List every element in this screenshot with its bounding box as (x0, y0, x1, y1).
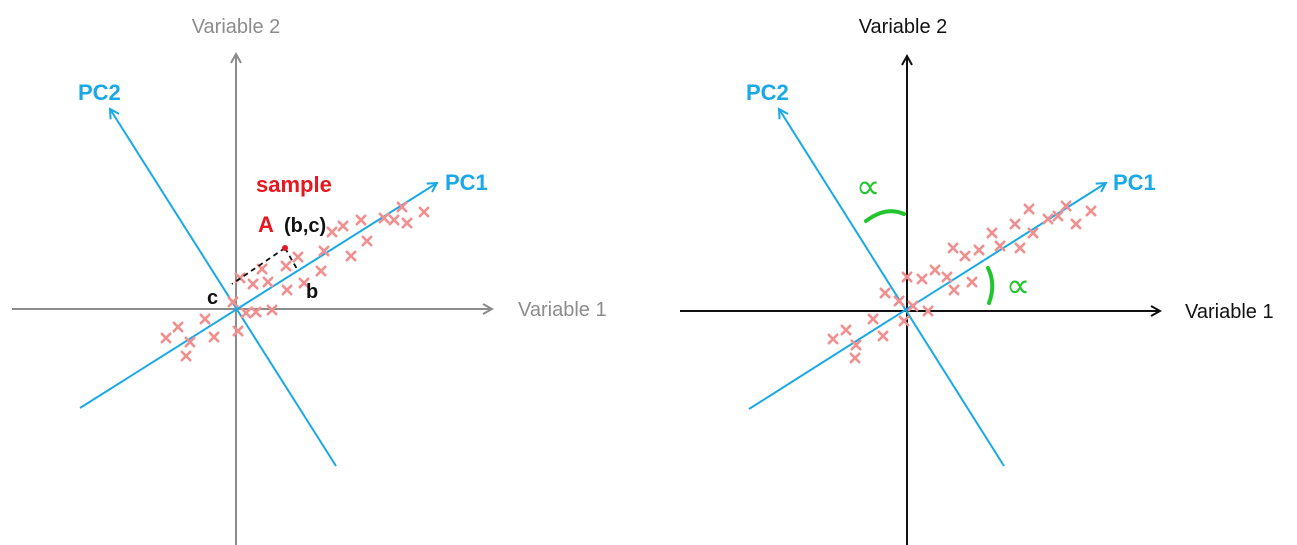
left-x-axis-label: Variable 1 (518, 299, 607, 321)
left-sample-mark (180, 350, 192, 362)
angle-arc-right (986, 266, 995, 305)
sample-word-label: sample (256, 172, 332, 197)
right-sample-points (827, 200, 1097, 364)
projection-to-pc1 (284, 247, 298, 270)
left-sample-mark (227, 296, 239, 308)
left-sample-mark (337, 220, 349, 232)
right-sample-mark (827, 333, 839, 345)
left-sample-mark (418, 206, 430, 218)
right-sample-mark (879, 287, 891, 299)
right-sample-mark (1060, 200, 1072, 212)
right-x-axis-label: Variable 1 (1185, 301, 1274, 323)
left-sample-mark (184, 336, 196, 348)
right-pc2-label: PC2 (746, 80, 789, 105)
projection-to-pc2 (231, 247, 286, 285)
right-pc1-label: PC1 (1113, 170, 1156, 195)
right-sample-mark (898, 315, 910, 327)
left-sample-mark (355, 214, 367, 226)
left-sample-mark (388, 214, 400, 226)
sample-letter-label: A (258, 212, 274, 237)
left-sample-mark (401, 217, 413, 229)
sample-a-point (282, 245, 288, 251)
left-sample-mark (247, 278, 259, 290)
right-sample-mark (994, 240, 1006, 252)
right-sample-mark (1009, 218, 1021, 230)
right-sample-mark (966, 276, 978, 288)
left-sample-mark (326, 226, 338, 238)
right-sample-mark (973, 244, 985, 256)
right-sample-mark (1014, 242, 1026, 254)
left-sample-mark (266, 304, 278, 316)
right-panel: Variable 2 Variable 1 PC2 PC1 ∝ ∝ (680, 16, 1274, 545)
angle-arc-top (864, 209, 906, 223)
left-sample-mark (232, 325, 244, 337)
left-sample-mark (262, 276, 274, 288)
angle-symbol-right: ∝ (1006, 266, 1030, 306)
left-sample-mark (396, 201, 408, 213)
right-sample-mark (1052, 210, 1064, 222)
right-sample-mark (867, 313, 879, 325)
right-sample-mark (840, 324, 852, 336)
left-sample-mark (292, 251, 304, 263)
left-sample-mark (345, 250, 357, 262)
right-sample-mark (929, 264, 941, 276)
left-sample-mark (160, 332, 172, 344)
left-panel: Variable 2 Variable 1 PC2 PC1 sample A (… (12, 16, 607, 545)
right-sample-mark (901, 271, 913, 283)
right-sample-mark (1023, 203, 1035, 215)
sample-coords-label: (b,c) (284, 215, 326, 237)
right-sample-mark (1042, 213, 1054, 225)
left-pc1-label: PC1 (445, 170, 488, 195)
right-sample-mark (941, 271, 953, 283)
right-sample-mark (849, 352, 861, 364)
right-sample-mark (959, 250, 971, 262)
left-pc2-label: PC2 (78, 80, 121, 105)
left-pc1-axis (79, 183, 437, 409)
right-sample-mark (922, 305, 934, 317)
projection-b-label: b (306, 281, 318, 303)
right-sample-mark (893, 295, 905, 307)
right-sample-mark (850, 339, 862, 351)
left-y-axis-label: Variable 2 (192, 16, 281, 38)
left-sample-mark (318, 245, 330, 257)
left-sample-mark (361, 235, 373, 247)
left-sample-mark (378, 212, 390, 224)
right-sample-mark (986, 227, 998, 239)
right-y-axis-label: Variable 2 (859, 16, 948, 38)
right-sample-mark (1085, 205, 1097, 217)
angle-symbol-top: ∝ (856, 167, 880, 207)
left-sample-mark (280, 260, 292, 272)
right-sample-mark (916, 273, 928, 285)
right-pc1-axis (748, 183, 1106, 410)
left-sample-mark (240, 307, 252, 319)
left-pc2-axis (110, 109, 337, 467)
left-sample-mark (281, 284, 293, 296)
right-sample-mark (907, 300, 919, 312)
right-pc2-axis (779, 109, 1005, 467)
left-sample-mark (315, 265, 327, 277)
projection-c-label: c (207, 287, 218, 309)
right-sample-mark (1070, 218, 1082, 230)
left-sample-points (160, 201, 430, 362)
left-sample-mark (208, 331, 220, 343)
left-sample-mark (199, 313, 211, 325)
left-sample-mark (250, 306, 262, 318)
right-sample-mark (1027, 227, 1039, 239)
right-sample-mark (948, 284, 960, 296)
right-sample-mark (947, 242, 959, 254)
right-sample-mark (877, 330, 889, 342)
left-sample-mark (172, 321, 184, 333)
left-sample-mark (298, 277, 310, 289)
